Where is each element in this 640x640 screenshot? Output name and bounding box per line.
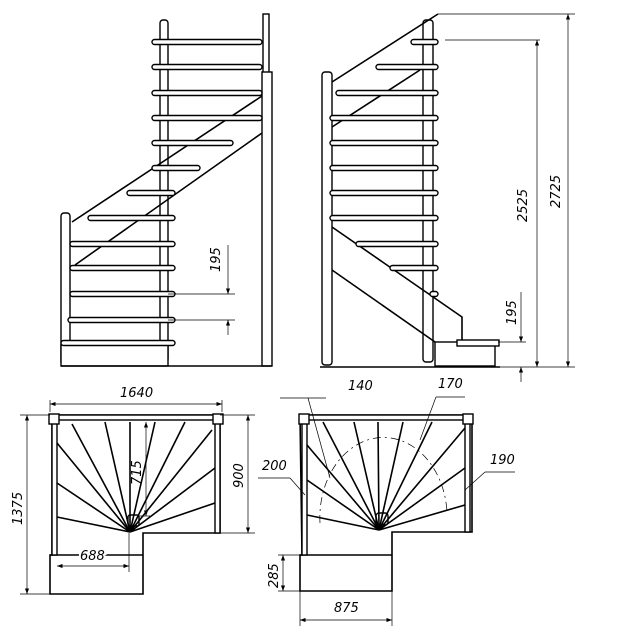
tread-edge xyxy=(378,467,466,531)
tread-edge xyxy=(378,421,404,531)
wall-post xyxy=(261,71,273,367)
tread-edge xyxy=(129,429,213,533)
tread xyxy=(335,89,439,97)
total-height-label: 2725 xyxy=(549,175,564,208)
lower-stringer-bottom xyxy=(331,269,436,343)
riser-dim-label: 195 xyxy=(209,247,224,272)
tread-edge xyxy=(306,444,380,531)
tread-edge xyxy=(129,502,216,533)
tread xyxy=(429,290,439,298)
tread xyxy=(126,189,176,197)
tread xyxy=(60,339,176,347)
tread-edge xyxy=(306,514,380,531)
tread-edge xyxy=(104,421,131,533)
tread xyxy=(87,214,176,222)
tread-edge xyxy=(56,482,131,533)
tread xyxy=(410,38,439,46)
flight-width-label: 688 xyxy=(80,549,105,564)
tread-edge xyxy=(353,421,380,531)
tread xyxy=(329,139,439,147)
plan-outline xyxy=(49,414,221,595)
post-icon xyxy=(48,413,60,425)
tread-edge xyxy=(129,421,186,533)
tread xyxy=(69,264,176,272)
width-label: 1640 xyxy=(120,386,153,401)
tread xyxy=(151,38,263,46)
bottom-step-block xyxy=(60,344,169,367)
floor-height-label: 2525 xyxy=(516,189,531,222)
left-elevation xyxy=(60,13,273,367)
tread-edge xyxy=(129,467,216,533)
tread-edge xyxy=(378,504,466,531)
tread xyxy=(151,114,263,122)
riser-dim-label: 195 xyxy=(505,300,520,325)
handrail xyxy=(331,13,439,83)
right-height-dimensions: 2525 2725 195 xyxy=(438,13,575,382)
tread-170-label: 170 xyxy=(438,377,463,392)
tread-edge xyxy=(322,421,380,531)
tread xyxy=(151,89,263,97)
tread xyxy=(375,63,439,71)
tread-190-label: 190 xyxy=(490,453,515,468)
tread xyxy=(67,316,176,324)
tread-edge xyxy=(129,421,156,533)
tread xyxy=(151,63,263,71)
newel-offset-label: 715 xyxy=(130,460,145,485)
tread-140-label: 140 xyxy=(348,379,373,394)
post-icon xyxy=(212,413,224,425)
right-plan xyxy=(298,413,474,592)
tread xyxy=(329,164,439,172)
walk-line xyxy=(319,437,448,524)
tread-edge xyxy=(377,421,380,531)
landing-depth-label: 285 xyxy=(267,563,282,588)
tread-edge xyxy=(56,516,131,533)
tread-edge xyxy=(378,421,433,531)
length-label: 1375 xyxy=(11,492,26,525)
tread xyxy=(69,290,176,298)
tread-edge xyxy=(71,423,131,533)
left-riser-dimension: 195 xyxy=(168,245,235,335)
left-plan xyxy=(48,413,224,595)
tread-edge xyxy=(378,427,466,531)
bottom-step xyxy=(456,339,500,347)
post-icon xyxy=(298,413,310,425)
tread xyxy=(329,214,439,222)
right-plan-dimensions: 140 170 200 190 285 875 xyxy=(258,377,515,626)
tread xyxy=(355,240,439,248)
tread xyxy=(389,264,439,272)
tread xyxy=(329,114,439,122)
tread xyxy=(329,189,439,197)
post-icon xyxy=(462,413,474,425)
tread-200-label: 200 xyxy=(262,459,287,474)
depth-label: 900 xyxy=(232,463,247,488)
tread xyxy=(151,164,201,172)
left-plan-dimensions: 1640 1375 900 715 688 xyxy=(11,386,255,595)
right-elevation xyxy=(320,13,500,368)
lower-stringer xyxy=(331,226,463,342)
flight-width-label: 875 xyxy=(334,601,359,616)
tread xyxy=(69,240,176,248)
tread-edge xyxy=(56,442,131,533)
tread xyxy=(151,139,234,147)
tread-edge xyxy=(306,479,380,531)
